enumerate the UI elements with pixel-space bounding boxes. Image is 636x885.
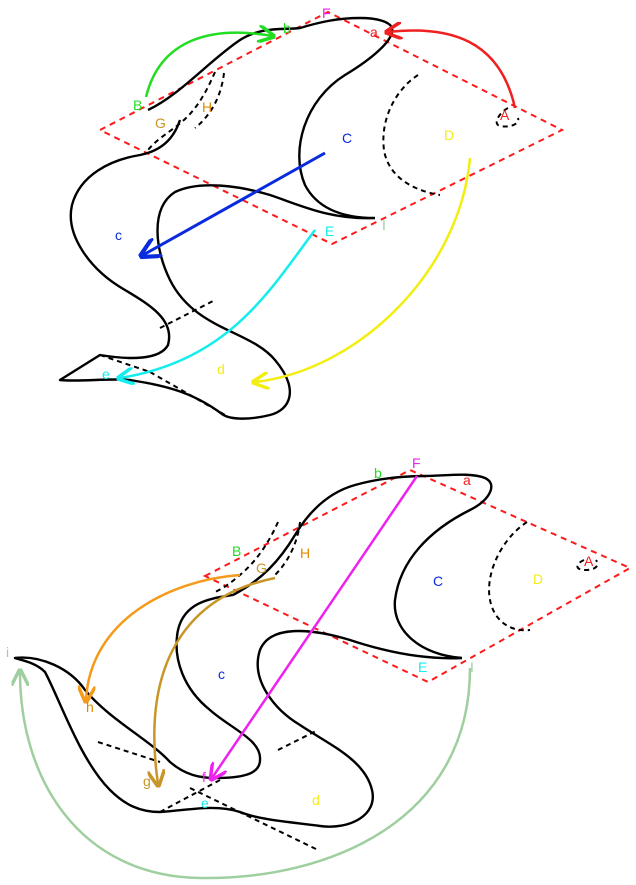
top-label-d: d [217,361,225,377]
bottom-hidden-lines [97,521,531,851]
top-label-B: B [133,97,142,113]
bottom-label-H: H [300,545,310,561]
bottom-diagram: b F a B G H C D A c E I i h g f e d [6,455,633,880]
top-label-b: b [283,20,291,36]
bottom-label-E: E [418,659,427,675]
top-arrow-blue [143,151,326,255]
bottom-label-F: F [412,455,421,471]
bottom-label-g: g [143,773,151,789]
bottom-label-c: c [218,666,225,682]
top-label-E: E [325,223,334,239]
bottom-label-I: I [470,659,474,675]
top-label-I: I [382,217,386,233]
bottom-label-b: b [374,465,382,481]
top-label-H: H [202,99,212,115]
bottom-label-h: h [86,699,94,715]
bottom-dashed-plane [202,468,633,684]
top-label-F: F [322,5,331,21]
top-dashed-plane [97,10,565,246]
bottom-lobe-a [576,559,599,572]
top-label-e: e [102,366,110,382]
top-arrow-yellow [255,157,472,382]
bottom-label-a: a [463,472,471,488]
top-diagram: F a b B G H A C D c E I e d [58,5,565,420]
top-label-c: c [115,227,122,243]
bottom-surface-outline [13,473,493,828]
top-hidden-lines [99,71,441,416]
bottom-label-B: B [232,543,241,559]
top-label-C: C [342,130,352,146]
top-arrow-green [144,33,272,98]
top-arrow-cyan [120,229,317,378]
top-arrow-red [388,30,517,109]
bottom-label-d: d [312,792,320,808]
top-label-D: D [444,127,454,143]
bottom-label-A: A [584,553,594,569]
bottom-arrow-orange [86,573,241,700]
bottom-arrow-gold [154,576,276,784]
top-label-A: A [500,107,510,123]
top-label-G: G [155,115,166,131]
bottom-label-e: e [201,795,209,811]
bottom-label-i: i [6,644,9,660]
top-label-a: a [370,24,378,40]
bottom-label-C: C [433,573,443,589]
bottom-label-f: f [202,769,206,785]
bottom-label-G: G [256,560,267,576]
bottom-arrow-magenta [212,475,419,778]
bottom-label-D: D [533,571,543,587]
bottom-arrow-sage [20,667,472,880]
